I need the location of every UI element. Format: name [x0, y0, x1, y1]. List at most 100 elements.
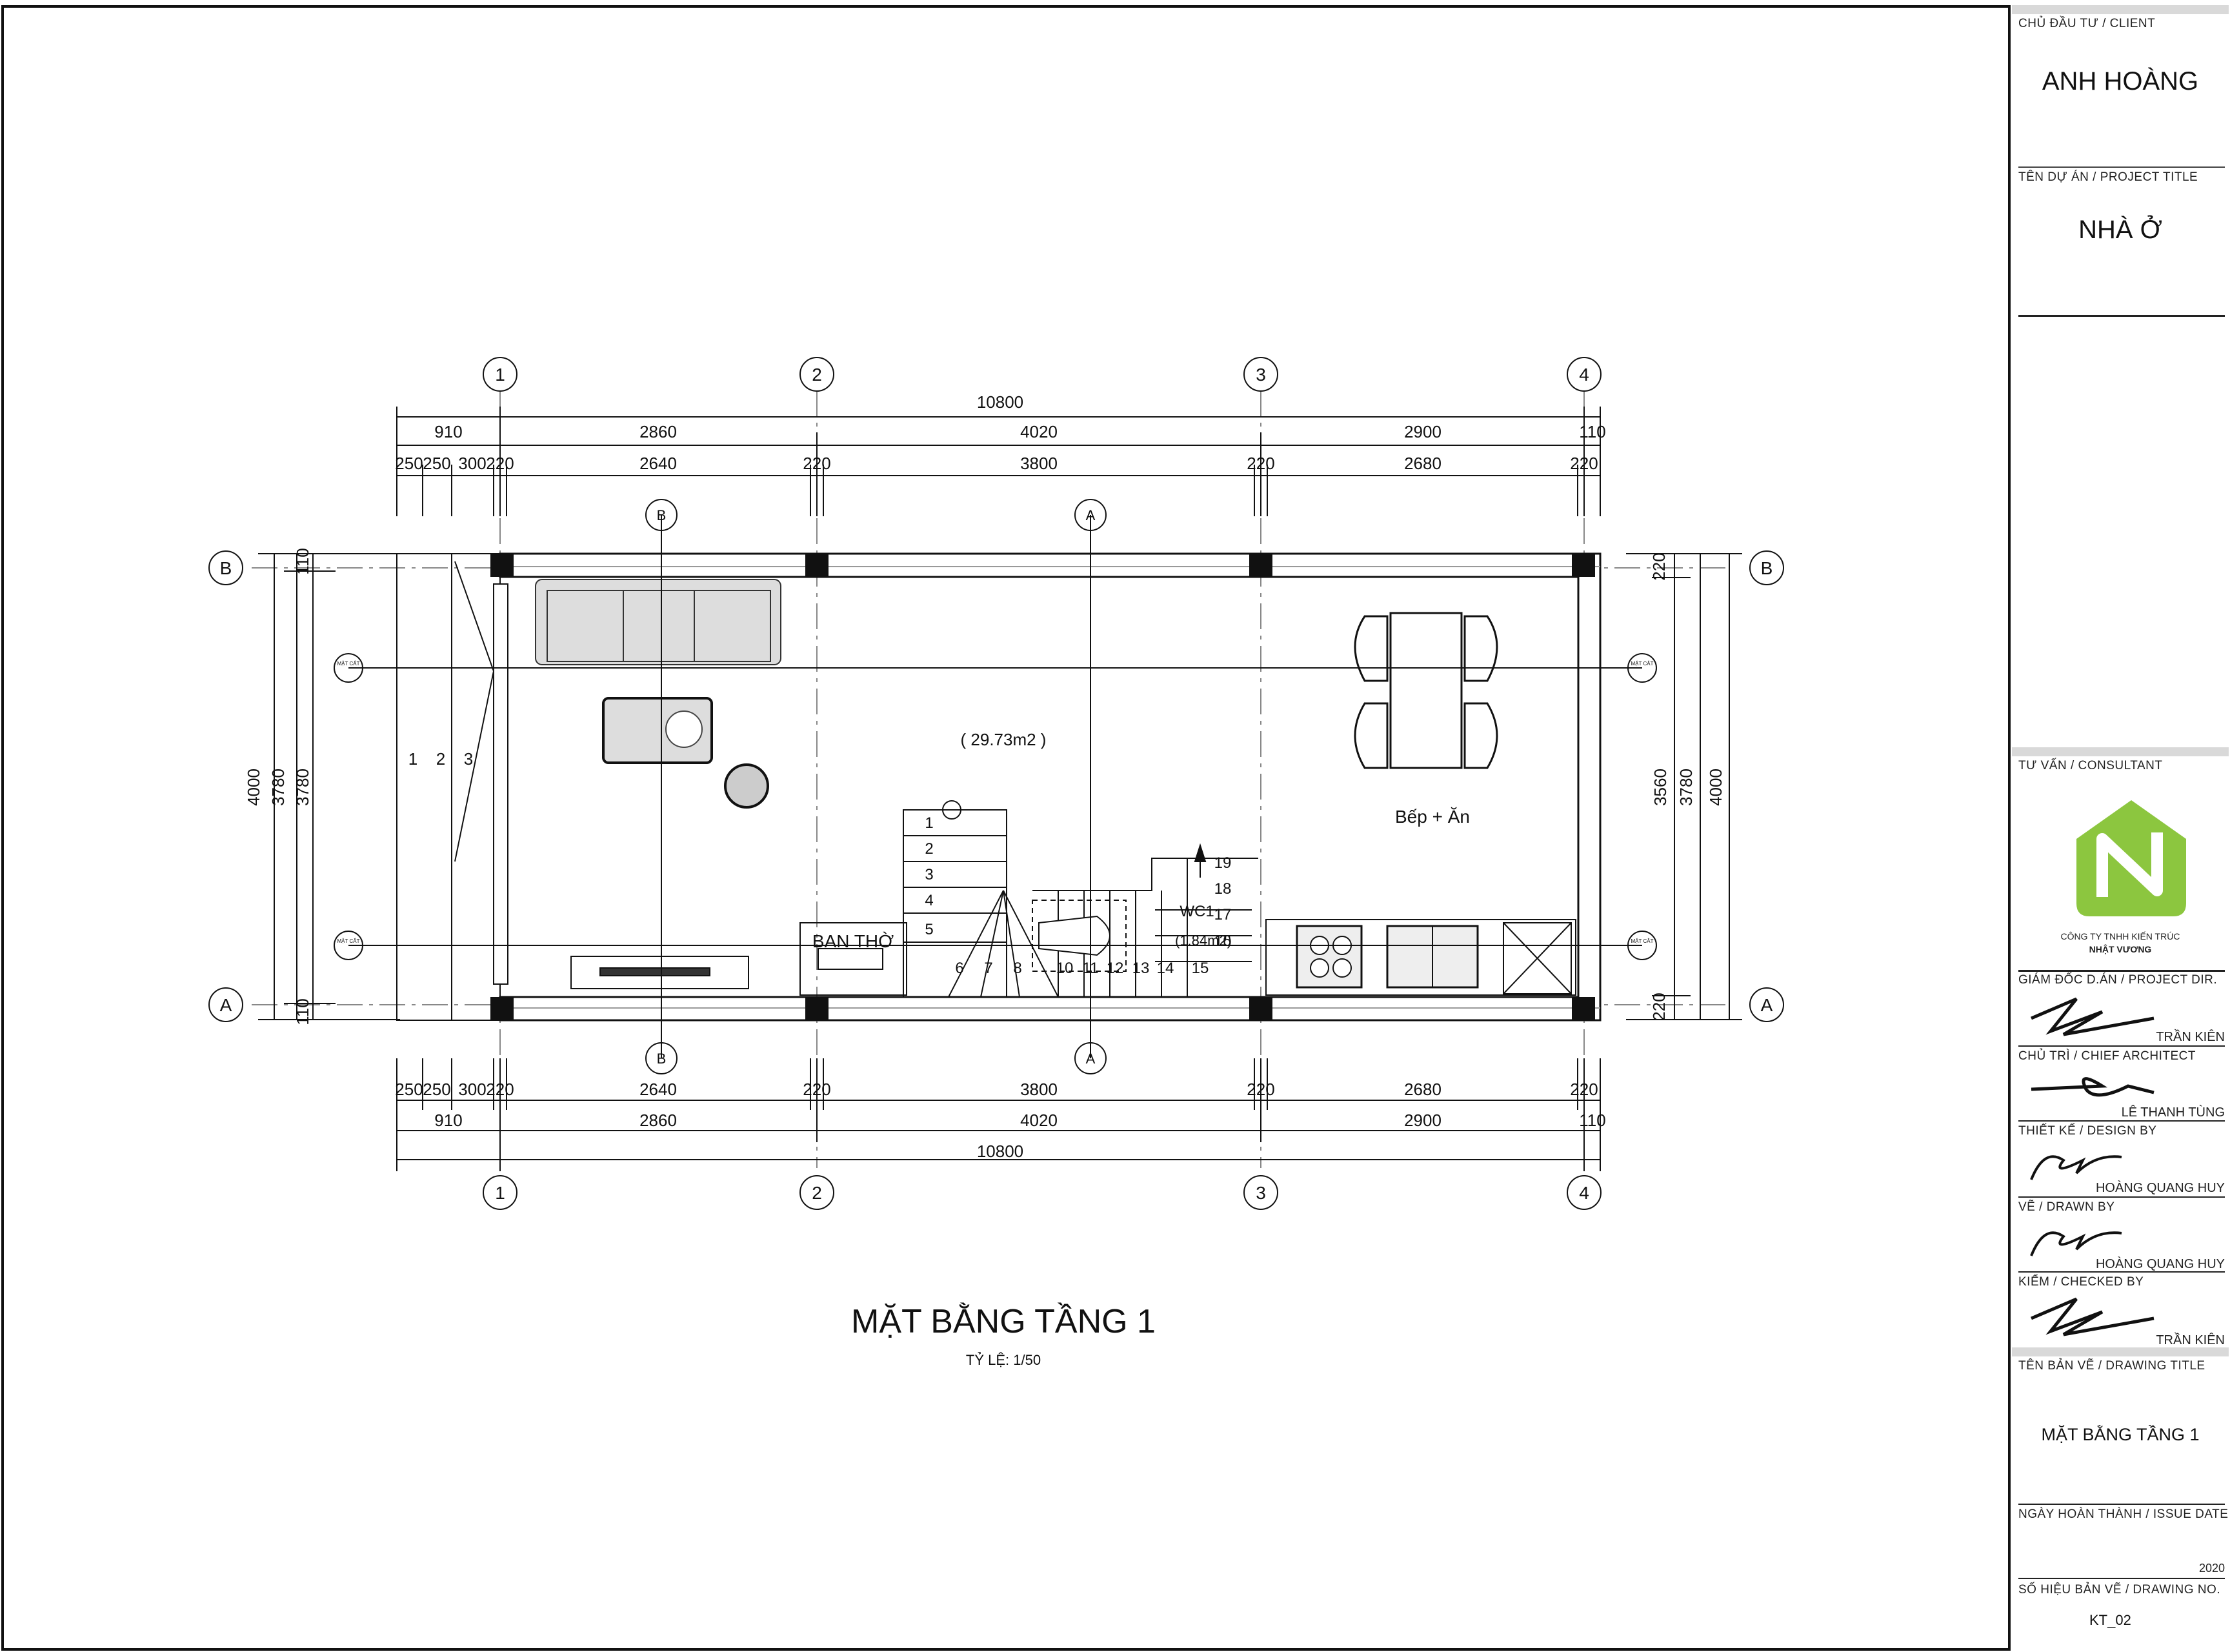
dimension-label: 910	[434, 422, 462, 441]
dimension-label: 110	[293, 998, 312, 1025]
grid-bubble-label: 4	[1579, 1183, 1589, 1203]
sofa	[535, 579, 781, 665]
stair-step-label: 3	[464, 749, 473, 769]
section-mark-small-label: MẶT CẮT	[1631, 661, 1654, 667]
stair-step-label: 14	[1157, 960, 1174, 977]
stair-step-label: 2	[436, 749, 445, 769]
dimension-label: 2640	[639, 1080, 677, 1099]
design-name: HOÀNG QUANG HUY	[2095, 1181, 2225, 1195]
divider	[2018, 166, 2225, 168]
dimension-label: 220	[803, 1080, 830, 1099]
divider	[2018, 1045, 2225, 1047]
dimension-label: 220	[486, 454, 514, 473]
stair-step-label: 11	[1083, 960, 1099, 977]
dimension-label: 4000	[244, 769, 263, 806]
walls	[396, 552, 1602, 1022]
drawing-title-label: TÊN BẢN VẼ / DRAWING TITLE	[2018, 1359, 2205, 1373]
signature-drawn	[2030, 1231, 2122, 1256]
altar-label: BAN THỜ	[812, 931, 894, 951]
section-mark-small-label: MẶT CẮT	[337, 661, 360, 667]
stair-step-label: 13	[1132, 960, 1150, 977]
dimension-label: 300	[458, 1080, 486, 1099]
dimension-label: 2680	[1404, 454, 1441, 473]
dimension-label: 3780	[293, 769, 312, 806]
drawing-title: MẶT BẰNG TẦNG 1	[851, 1302, 1156, 1340]
stair-step-label: 17	[1214, 906, 1232, 923]
dimension-label: 250	[423, 1080, 450, 1099]
checked-label: KIỂM / CHECKED BY	[2018, 1275, 2144, 1289]
checked-name: TRẦN KIÊN	[2156, 1333, 2225, 1347]
stair-step-label: 12	[1107, 960, 1124, 977]
drawn-name: HOÀNG QUANG HUY	[2095, 1257, 2225, 1271]
grid-bubble-label: 2	[812, 1183, 822, 1203]
company-line1: CÔNG TY TNHH KIẾN TRÚC	[2060, 931, 2180, 942]
stair-step-label: 4	[925, 892, 933, 909]
section-mark-label: B	[657, 507, 667, 523]
dining-table-set	[1354, 612, 1498, 769]
title-block: CHỦ ĐẦU TƯ / CLIENT ANH HOÀNG TÊN DỰ ÁN …	[2012, 5, 2229, 1649]
dimension-label: 3800	[1020, 454, 1058, 473]
stair-step-label: 5	[925, 921, 933, 938]
client-name: ANH HOÀNG	[2042, 67, 2199, 96]
stair-step-label: 1	[925, 814, 933, 832]
band	[2012, 1347, 2229, 1356]
section-mark-label: A	[1086, 1051, 1096, 1067]
dimension-label: 250	[395, 454, 423, 473]
grid-bubble-label: 4	[1579, 365, 1589, 385]
signature-design	[2030, 1155, 2122, 1180]
dimension-label: 110	[1579, 1111, 1605, 1130]
issue-date-value: 2020	[2198, 1562, 2225, 1575]
divider	[2018, 1271, 2225, 1273]
stair-step-label: 15	[1192, 960, 1209, 977]
stair-step-label: 18	[1214, 880, 1232, 898]
area-label: ( 29.73m2 )	[961, 730, 1047, 749]
bottom-dimensions	[396, 1058, 1601, 1171]
grid-bubble-label: 2	[812, 365, 822, 385]
stair-step-label: 2	[925, 840, 933, 858]
stair-step-label: 10	[1056, 960, 1074, 977]
architect-label: CHỦ TRÌ / CHIEF ARCHITECT	[2018, 1049, 2196, 1063]
dimension-label: 3800	[1020, 1080, 1058, 1099]
section-mark-small-label: MẶT CẮT	[1631, 938, 1654, 944]
grid-lines	[252, 390, 1729, 1168]
grid-bubble-label: 3	[1256, 1183, 1266, 1203]
grid-bubble-label: 3	[1256, 365, 1266, 385]
stair-step-label: 1	[408, 749, 417, 769]
drawn-label: VẼ / DRAWN BY	[2018, 1200, 2115, 1214]
drawing-title-value: MẶT BẰNG TẦNG 1	[2041, 1425, 2200, 1444]
wc-area: (1.84m2)	[1175, 932, 1232, 949]
architect-name: LÊ THANH TÙNG	[2121, 1105, 2225, 1120]
dimension-label: 220	[1570, 1080, 1598, 1099]
dimension-label: 220	[1247, 454, 1274, 473]
company-logo-icon	[2076, 800, 2186, 916]
grid-bubbles	[208, 357, 1784, 1210]
stair-step-label: 6	[955, 960, 963, 977]
dimension-label: 2900	[1404, 422, 1441, 441]
dimension-label: 4020	[1020, 1111, 1058, 1130]
project-dir-name: TRẦN KIÊN	[2156, 1030, 2225, 1044]
grid-bubble-label: B	[1761, 558, 1773, 578]
kitchen-label: Bếp + Ăn	[1395, 807, 1470, 827]
band	[2012, 747, 2229, 756]
dimension-label: 110	[1579, 422, 1605, 441]
stair-step-label: 7	[984, 960, 992, 977]
round-stool	[724, 763, 769, 809]
dimension-label: 220	[1247, 1080, 1274, 1099]
dimension-label: 2680	[1404, 1080, 1441, 1099]
staircase	[799, 800, 1258, 998]
divider	[2018, 1504, 2225, 1505]
section-mark-label: A	[1086, 507, 1096, 523]
dimension-label: 2860	[639, 1111, 677, 1130]
side-dimensions	[258, 553, 1742, 1020]
dimension-label: 250	[423, 454, 450, 473]
grid-bubble-label: 1	[495, 1183, 505, 1203]
divider	[2018, 1120, 2225, 1122]
dimension-label: 4020	[1020, 422, 1058, 441]
divider	[2018, 970, 2225, 972]
grid-bubble-label: 1	[495, 365, 505, 385]
project-dir-label: GIÁM ĐỐC D.ÁN / PROJECT DIR.	[2018, 973, 2218, 987]
stair-step-label: 19	[1214, 854, 1232, 872]
section-mark-small-label: MẶT CẮT	[337, 938, 360, 944]
